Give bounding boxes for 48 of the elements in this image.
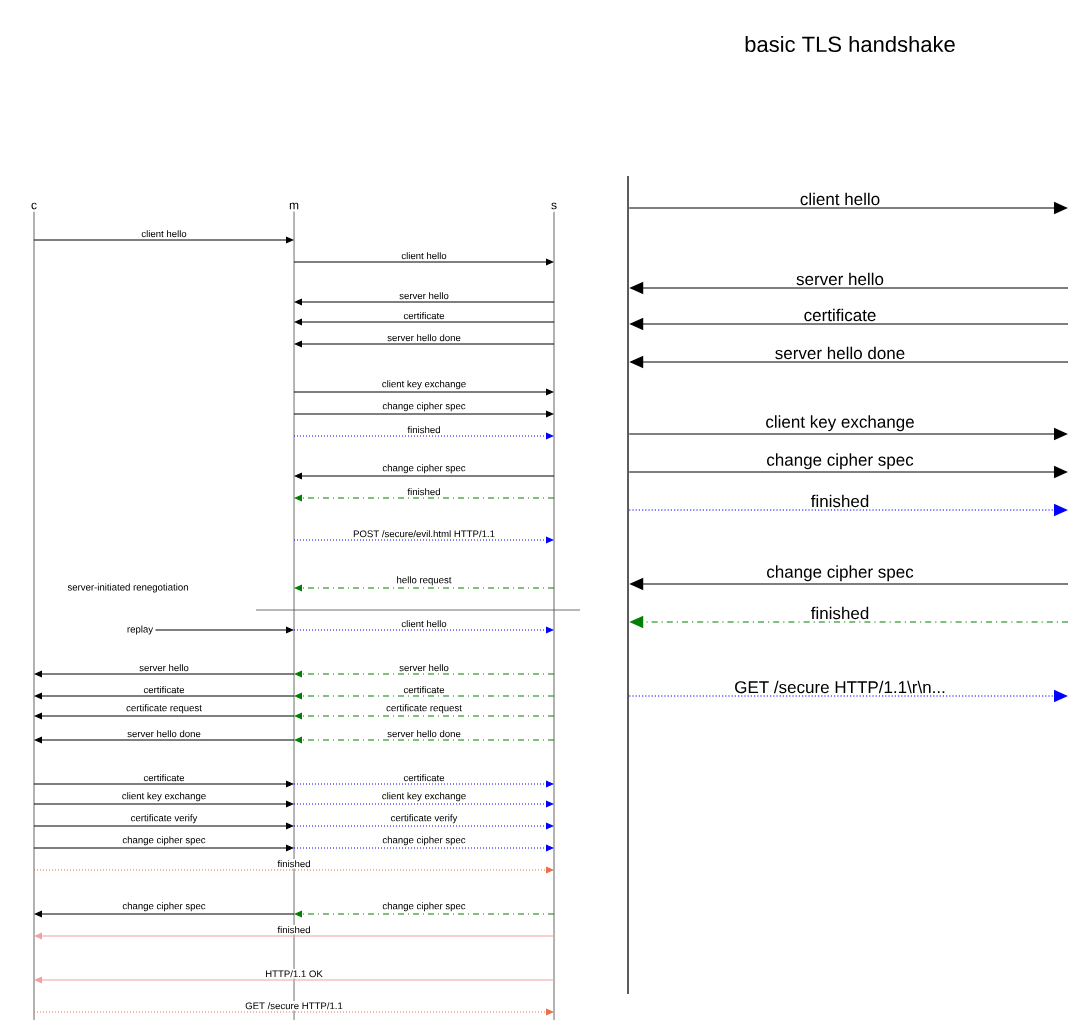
edge-label: finished [809,605,871,621]
arrow [293,432,554,440]
arrow [294,494,555,502]
arrow [294,340,555,348]
lifeline [627,176,629,994]
arrow [34,692,295,700]
arrow [293,800,554,808]
arrow [294,692,555,700]
arrow [294,670,555,678]
arrow [33,236,294,244]
arrow [33,822,294,830]
arrow [293,388,554,396]
arrow [294,584,555,592]
arrow [34,736,295,744]
arrow [293,822,554,830]
edge-label: certificate [802,307,878,323]
arrow [155,626,294,634]
arrow [293,844,554,852]
edge-label: server hello done [773,345,907,361]
arrow [33,800,294,808]
arrow [294,472,555,480]
edge-label: client key exchange [764,414,916,433]
edge-label: finished [809,493,871,509]
edge-label: client hello [798,191,882,207]
arrow [33,1008,554,1016]
arrow [293,626,554,634]
arrow [34,910,295,918]
arrow [294,712,555,720]
arrow [293,536,554,544]
edge-label: change cipher spec [765,564,915,583]
title: basic TLS handshake [745,35,955,53]
arrow [33,866,554,874]
edge-label: server hello [794,271,886,287]
arrow [33,844,294,852]
arrow [34,670,295,678]
arrow [34,976,555,984]
arrow [293,258,554,266]
arrow [34,712,295,720]
arrow [293,780,554,788]
arrow [294,736,555,744]
arrow [34,932,555,940]
arrow [294,318,555,326]
edge-label: change cipher spec [765,452,915,471]
edge-label: GET /secure HTTP/1.1\r\n... [733,679,947,695]
arrow [294,910,555,918]
arrow [293,410,554,418]
arrow [294,298,555,306]
arrow [33,780,294,788]
